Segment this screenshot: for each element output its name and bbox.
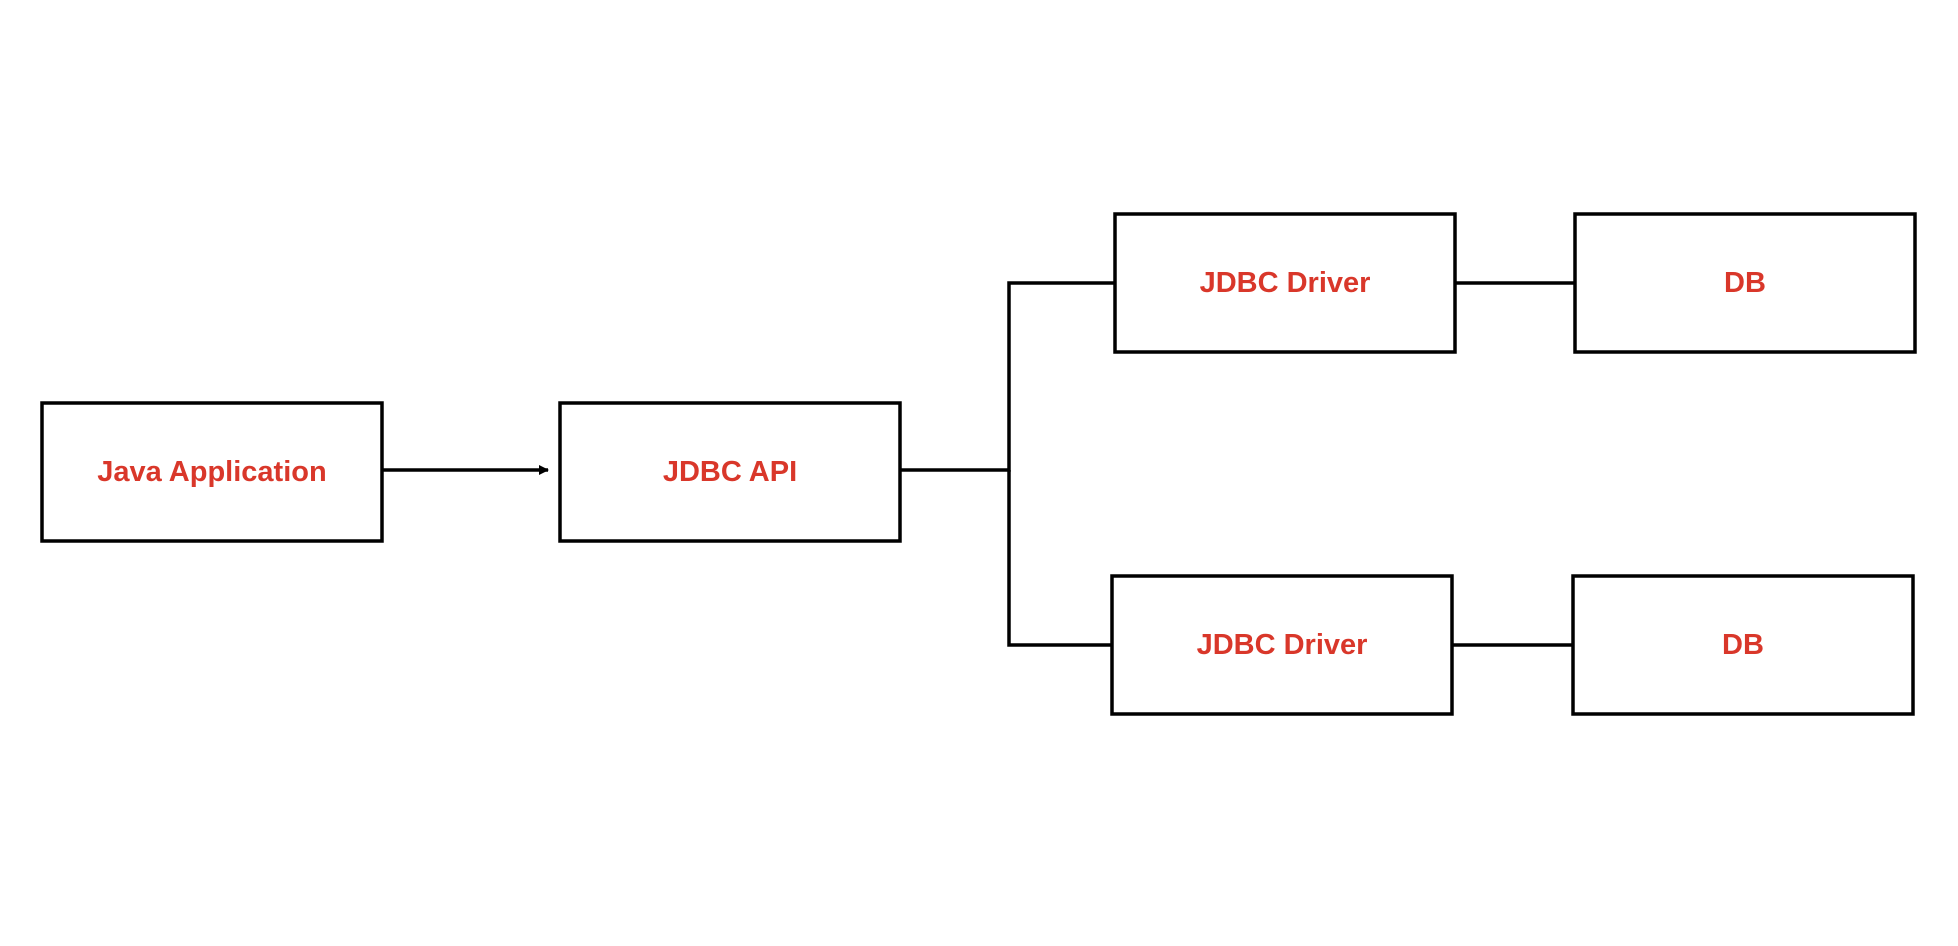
node-label-jdbc-driver-top: JDBC Driver [1200,267,1371,299]
edge-jdbc-api-to-driver-1 [901,281,1115,472]
edges [383,281,1575,647]
node-label-java-application: Java Application [97,456,326,488]
edge-jdbc-api-to-driver-2 [1007,470,1112,647]
node-label-jdbc-driver-bottom: JDBC Driver [1197,629,1368,661]
node-db-bottom: DB [1571,574,1915,716]
node-db-top: DB [1573,212,1917,354]
node-label-db-top: DB [1724,267,1766,299]
node-jdbc-api: JDBC API [558,401,902,543]
node-label-jdbc-api: JDBC API [663,456,797,488]
node-label-db-bottom: DB [1722,629,1764,661]
node-java-application: Java Application [40,401,384,543]
node-jdbc-driver-top: JDBC Driver [1113,212,1457,354]
node-jdbc-driver-bottom: JDBC Driver [1110,574,1454,716]
